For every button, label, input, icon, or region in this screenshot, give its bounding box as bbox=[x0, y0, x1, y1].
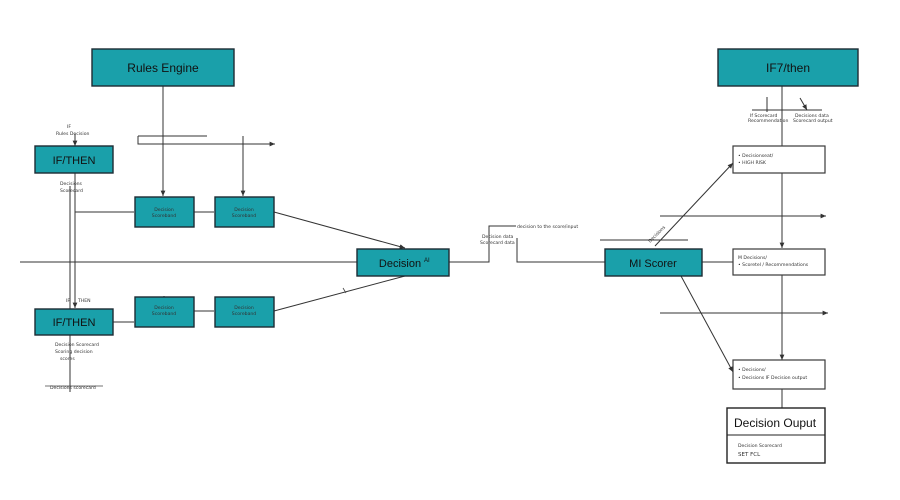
right-panel-2-line-1: M Decisions/ bbox=[738, 255, 767, 261]
annot-right-top-a2: Recommendation bbox=[748, 118, 788, 124]
annot-left-below-2c: scores bbox=[60, 356, 75, 362]
decision-output-line-1: Decision Scorecard bbox=[738, 443, 782, 449]
connector-tick-a bbox=[342, 287, 347, 294]
annot-right-top-b1: Decisions data bbox=[795, 113, 829, 119]
annot-left-above-2a: IF bbox=[66, 298, 70, 304]
small-box-b[interactable]: Decision Scoreband bbox=[214, 196, 275, 228]
decision-output-title: Decision Ouput bbox=[734, 416, 817, 430]
annot-left-bottom: Decisions scorecard bbox=[50, 385, 96, 391]
small-box-b-label: Decision bbox=[234, 207, 254, 213]
ifthen-top-right-label: IF7/then bbox=[766, 61, 810, 75]
annot-left-below-1a: Decisions bbox=[60, 181, 83, 187]
small-box-a-label: Decision bbox=[154, 207, 174, 213]
small-box-c-sub: Scoreband bbox=[152, 311, 177, 317]
rules-engine-node[interactable]: Rules Engine bbox=[91, 48, 235, 87]
connectors bbox=[20, 86, 828, 408]
right-panel-3[interactable]: • Decisions/ • Decisions IF Decision out… bbox=[732, 359, 826, 390]
small-box-b-sub: Scoreband bbox=[232, 213, 257, 219]
decision-ai-node[interactable]: Decision AI bbox=[356, 248, 450, 277]
right-panel-3-line-1: • Decisions/ bbox=[738, 367, 766, 373]
right-panel-1-line-1: • Decisionseat/ bbox=[738, 153, 774, 159]
annot-right-top-b2: Scorecard output bbox=[793, 118, 833, 124]
small-box-d-sub: Scoreband bbox=[232, 311, 257, 317]
connector-ml-to-panel-1 bbox=[654, 162, 734, 247]
small-box-a[interactable]: Decision Scoreband bbox=[134, 196, 195, 228]
right-panel-1-line-2: • HIGH RISK bbox=[738, 160, 767, 166]
annot-left-below-1b: Scorecard bbox=[60, 188, 83, 194]
connector-decision-out bbox=[449, 225, 516, 263]
small-box-c-label: Decision bbox=[154, 305, 174, 311]
connector-rules-right bbox=[137, 136, 275, 147]
decision-ai-label: Decision bbox=[379, 258, 421, 270]
small-box-c[interactable]: Decision Scoreband bbox=[134, 296, 195, 328]
annot-left-below-2a: Decision Scorecard bbox=[55, 342, 99, 348]
decision-output-line-2: SET FCL bbox=[738, 452, 761, 458]
annotations: IF Rules Decision Decisions Scorecard IF… bbox=[45, 113, 833, 391]
small-box-a-sub: Scoreband bbox=[152, 213, 177, 219]
right-panel-3-line-2: • Decisions IF Decision output bbox=[738, 375, 807, 381]
ml-scorer-label: MI Scorer bbox=[629, 258, 677, 270]
annot-middle-b2: Scorecard data bbox=[480, 240, 515, 246]
decision-ai-superscript: AI bbox=[424, 258, 430, 264]
connector-ml-to-panel-3 bbox=[680, 275, 734, 373]
connector-right-small-b bbox=[799, 97, 808, 111]
ifthen-top-left-label: IF/THEN bbox=[53, 155, 96, 167]
small-box-d[interactable]: Decision Scoreband bbox=[214, 296, 275, 328]
right-panel-2[interactable]: M Decisions/ • Scoretel / Recommendation… bbox=[732, 248, 826, 276]
connector-box-d-to-decision bbox=[273, 275, 406, 312]
annot-left-above-1a: IF bbox=[67, 124, 71, 130]
annot-left-above-2b: THEN bbox=[77, 298, 91, 304]
rules-engine-label: Rules Engine bbox=[127, 61, 199, 75]
ifthen-bottom-left-label: IF/THEN bbox=[53, 317, 96, 329]
right-panel-1[interactable]: • Decisionseat/ • HIGH RISK bbox=[732, 145, 826, 174]
connector-to-ml-scorer bbox=[516, 238, 605, 263]
ml-scorer-node[interactable]: MI Scorer bbox=[604, 248, 703, 277]
right-panel-2-line-2: • Scoretel / Recommendations bbox=[738, 262, 809, 268]
small-box-d-label: Decision bbox=[234, 305, 254, 311]
decision-output-node[interactable]: Decision Ouput Decision Scorecard SET FC… bbox=[726, 407, 826, 464]
ifthen-bottom-left-node[interactable]: IF/THEN bbox=[34, 308, 114, 336]
annot-right-top-a1: If Scorecard bbox=[750, 113, 777, 119]
ifthen-top-left-node[interactable]: IF/THEN bbox=[34, 145, 114, 174]
annot-ml-diagonal: Decisions bbox=[647, 224, 667, 244]
ifthen-top-right-node[interactable]: IF7/then bbox=[717, 48, 859, 87]
annot-middle-b1: Decision data bbox=[482, 234, 514, 240]
annot-left-below-2b: Scoring decision bbox=[55, 349, 93, 355]
annot-left-above-1b: Rules Decision bbox=[56, 131, 89, 137]
connector-box-b-to-decision bbox=[273, 211, 406, 249]
annot-middle-a: decision to the score/input bbox=[517, 224, 578, 230]
